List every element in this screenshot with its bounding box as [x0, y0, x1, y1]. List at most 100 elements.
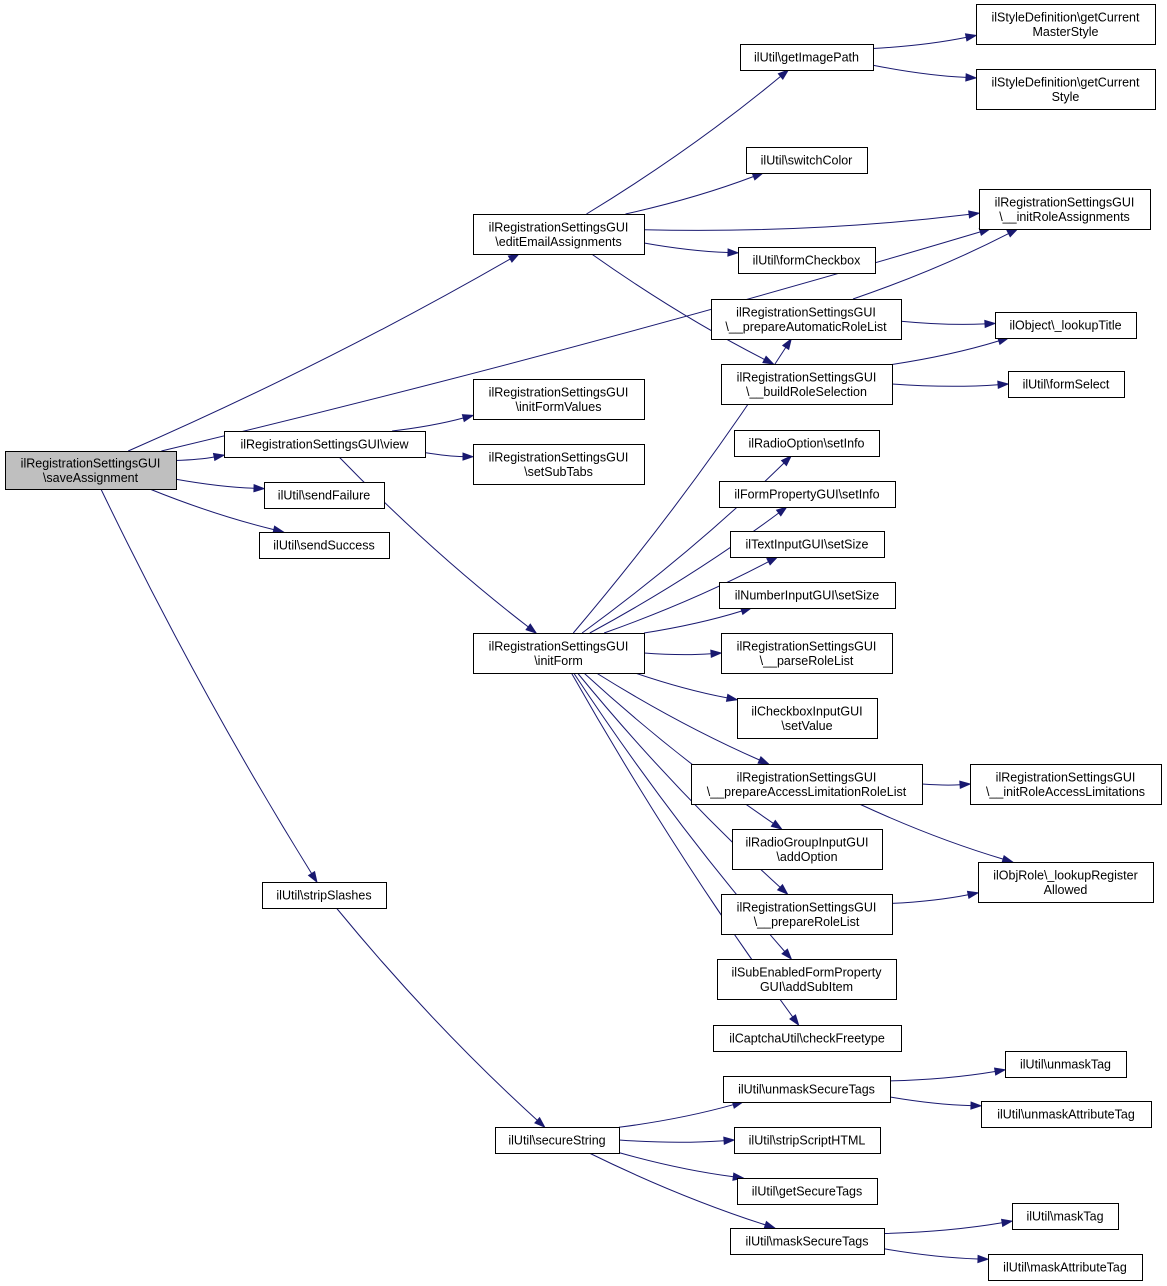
node-checkboxSetValue[interactable]: ilCheckboxInputGUI\setValue — [737, 698, 878, 739]
node-box — [730, 531, 885, 558]
node-label: ilRegistrationSettingsGUI — [489, 220, 629, 234]
node-radioSetInfo[interactable]: ilRadioOption\setInfo — [734, 430, 880, 457]
node-editEmail[interactable]: ilRegistrationSettingsGUI\editEmailAssig… — [473, 214, 645, 255]
node-box — [259, 532, 390, 559]
call-edge-secureString-unmaskSecure — [618, 1104, 734, 1128]
node-label: ilUtil\unmaskAttributeTag — [997, 1108, 1135, 1122]
arrowhead-initForm-formPropSetInfo — [775, 506, 788, 517]
node-captcha[interactable]: ilCaptchaUtil\checkFreetype — [713, 1025, 902, 1052]
node-label: ilUtil\formSelect — [1023, 378, 1110, 392]
node-unmaskSecure[interactable]: ilUtil\unmaskSecureTags — [723, 1076, 891, 1103]
node-unmaskAttr[interactable]: ilUtil\unmaskAttributeTag — [981, 1101, 1152, 1128]
node-maskSecure[interactable]: ilUtil\maskSecureTags — [730, 1228, 885, 1255]
node-box — [970, 764, 1162, 805]
node-box — [5, 451, 177, 490]
node-box — [721, 364, 893, 405]
node-formCheckbox[interactable]: ilUtil\formCheckbox — [738, 247, 876, 274]
node-box — [995, 312, 1137, 339]
node-label: ilRadioOption\setInfo — [748, 437, 864, 451]
node-label: ilRegistrationSettingsGUI — [737, 370, 877, 384]
call-edge-root-view — [175, 456, 215, 461]
arrowhead-buildRoleSel-formSelect — [997, 380, 1010, 389]
call-edge-view-setSubTabs — [424, 452, 464, 458]
node-parseRoleList[interactable]: ilRegistrationSettingsGUI\__parseRoleLis… — [721, 633, 893, 674]
node-box — [981, 1101, 1152, 1128]
call-edge-root-stripSlashes — [100, 488, 313, 874]
node-maskAttr[interactable]: ilUtil\maskAttributeTag — [988, 1254, 1143, 1281]
node-view[interactable]: ilRegistrationSettingsGUI\view — [224, 431, 426, 458]
node-root[interactable]: ilRegistrationSettingsGUI\saveAssignment — [5, 451, 177, 490]
node-prepAutoRole[interactable]: ilRegistrationSettingsGUI\__prepareAutom… — [711, 299, 902, 340]
node-label: ilTextInputGUI\setSize — [746, 538, 869, 552]
node-maskTag[interactable]: ilUtil\maskTag — [1012, 1203, 1119, 1230]
call-edges — [100, 33, 1019, 1264]
node-box — [711, 299, 902, 340]
node-formSelect[interactable]: ilUtil\formSelect — [1008, 371, 1125, 398]
node-setSubTabs[interactable]: ilRegistrationSettingsGUI\setSubTabs — [473, 444, 645, 485]
node-stripSlashes[interactable]: ilUtil\stripSlashes — [262, 882, 387, 909]
node-unmaskTag[interactable]: ilUtil\unmaskTag — [1005, 1051, 1127, 1078]
node-box — [473, 379, 645, 420]
call-edge-secureString-maskSecure — [588, 1152, 766, 1226]
call-edge-root-sendFailure — [175, 478, 255, 489]
node-label: ilUtil\stripScriptHTML — [749, 1134, 866, 1148]
call-edge-secureString-getSecureTags — [618, 1152, 734, 1178]
call-edge-view-initFormValues — [392, 417, 464, 432]
node-sendSuccess[interactable]: ilUtil\sendSuccess — [259, 532, 390, 559]
node-label: ilRegistrationSettingsGUI — [995, 195, 1135, 209]
node-box — [719, 481, 896, 508]
call-edge-editEmail-initRoleAssign — [643, 213, 970, 231]
node-initRoleAssign[interactable]: ilRegistrationSettingsGUI\__initRoleAssi… — [979, 189, 1151, 230]
node-initRoleAccess[interactable]: ilRegistrationSettingsGUI\__initRoleAcce… — [970, 764, 1162, 805]
node-label: ilRegistrationSettingsGUI — [737, 770, 877, 784]
arrowhead-editEmail-getImagePath — [777, 69, 790, 80]
call-edge-buildRoleSel-formSelect — [891, 383, 999, 387]
node-box — [737, 1178, 878, 1205]
node-label: ilRegistrationSettingsGUI — [737, 900, 877, 914]
node-prepRoleList[interactable]: ilRegistrationSettingsGUI\__prepareRoleL… — [721, 894, 893, 935]
node-secureString[interactable]: ilUtil\secureString — [495, 1127, 620, 1154]
call-edge-prepAccessLim-lookupRegister — [859, 803, 1004, 860]
node-initForm[interactable]: ilRegistrationSettingsGUI\initForm — [473, 633, 645, 674]
arrowhead-initForm-prepAccessLim — [757, 755, 770, 765]
node-prepAccessLim[interactable]: ilRegistrationSettingsGUI\__prepareAcces… — [691, 764, 923, 805]
node-box — [723, 1076, 891, 1103]
arrowhead-initForm-prepRoleList — [776, 883, 789, 896]
node-label: ilUtil\sendFailure — [278, 489, 370, 503]
arrowhead-view-setSubTabs — [462, 452, 475, 461]
node-buildRoleSel[interactable]: ilRegistrationSettingsGUI\__buildRoleSel… — [721, 364, 893, 405]
node-initFormValues[interactable]: ilRegistrationSettingsGUI\initFormValues — [473, 379, 645, 420]
node-numberSetSize[interactable]: ilNumberInputGUI\setSize — [719, 582, 896, 609]
node-label: ilRegistrationSettingsGUI\view — [240, 438, 409, 452]
node-label: ilObject\_lookupTitle — [1009, 319, 1121, 333]
arrowhead-prepRoleList-lookupRegister — [966, 890, 980, 899]
node-sendFailure[interactable]: ilUtil\sendFailure — [264, 482, 385, 509]
call-edge-editEmail-switchColor — [625, 176, 754, 215]
node-box — [713, 1025, 902, 1052]
node-getSecureTags[interactable]: ilUtil\getSecureTags — [737, 1178, 878, 1205]
arrowhead-initForm-captcha — [789, 1014, 800, 1027]
node-box — [224, 431, 426, 458]
arrowhead-getImagePath-styleMaster — [964, 33, 978, 42]
node-getImagePath[interactable]: ilUtil\getImagePath — [740, 44, 874, 71]
arrowhead-unmaskSecure-unmaskTag — [993, 1067, 1007, 1076]
call-edge-prepAutoRole-initRoleAssign — [852, 233, 1009, 300]
node-box — [737, 698, 878, 739]
arrowhead-editEmail-switchColor — [751, 172, 765, 181]
node-radioGroupAdd[interactable]: ilRadioGroupInputGUI\addOption — [732, 829, 883, 870]
call-edge-initForm-checkboxSetValue — [634, 672, 728, 699]
node-textSetSize[interactable]: ilTextInputGUI\setSize — [730, 531, 885, 558]
node-label: ilCheckboxInputGUI — [751, 704, 862, 718]
node-label: ilObjRole\_lookupRegister — [993, 868, 1138, 882]
node-label: \editEmailAssignments — [495, 235, 621, 249]
node-label: ilRegistrationSettingsGUI — [996, 770, 1136, 784]
node-stripScript[interactable]: ilUtil\stripScriptHTML — [734, 1127, 881, 1154]
node-switchColor[interactable]: ilUtil\switchColor — [746, 147, 868, 174]
node-formPropSetInfo[interactable]: ilFormPropertyGUI\setInfo — [719, 481, 896, 508]
node-lookupTitle[interactable]: ilObject\_lookupTitle — [995, 312, 1137, 339]
node-box — [976, 69, 1156, 110]
